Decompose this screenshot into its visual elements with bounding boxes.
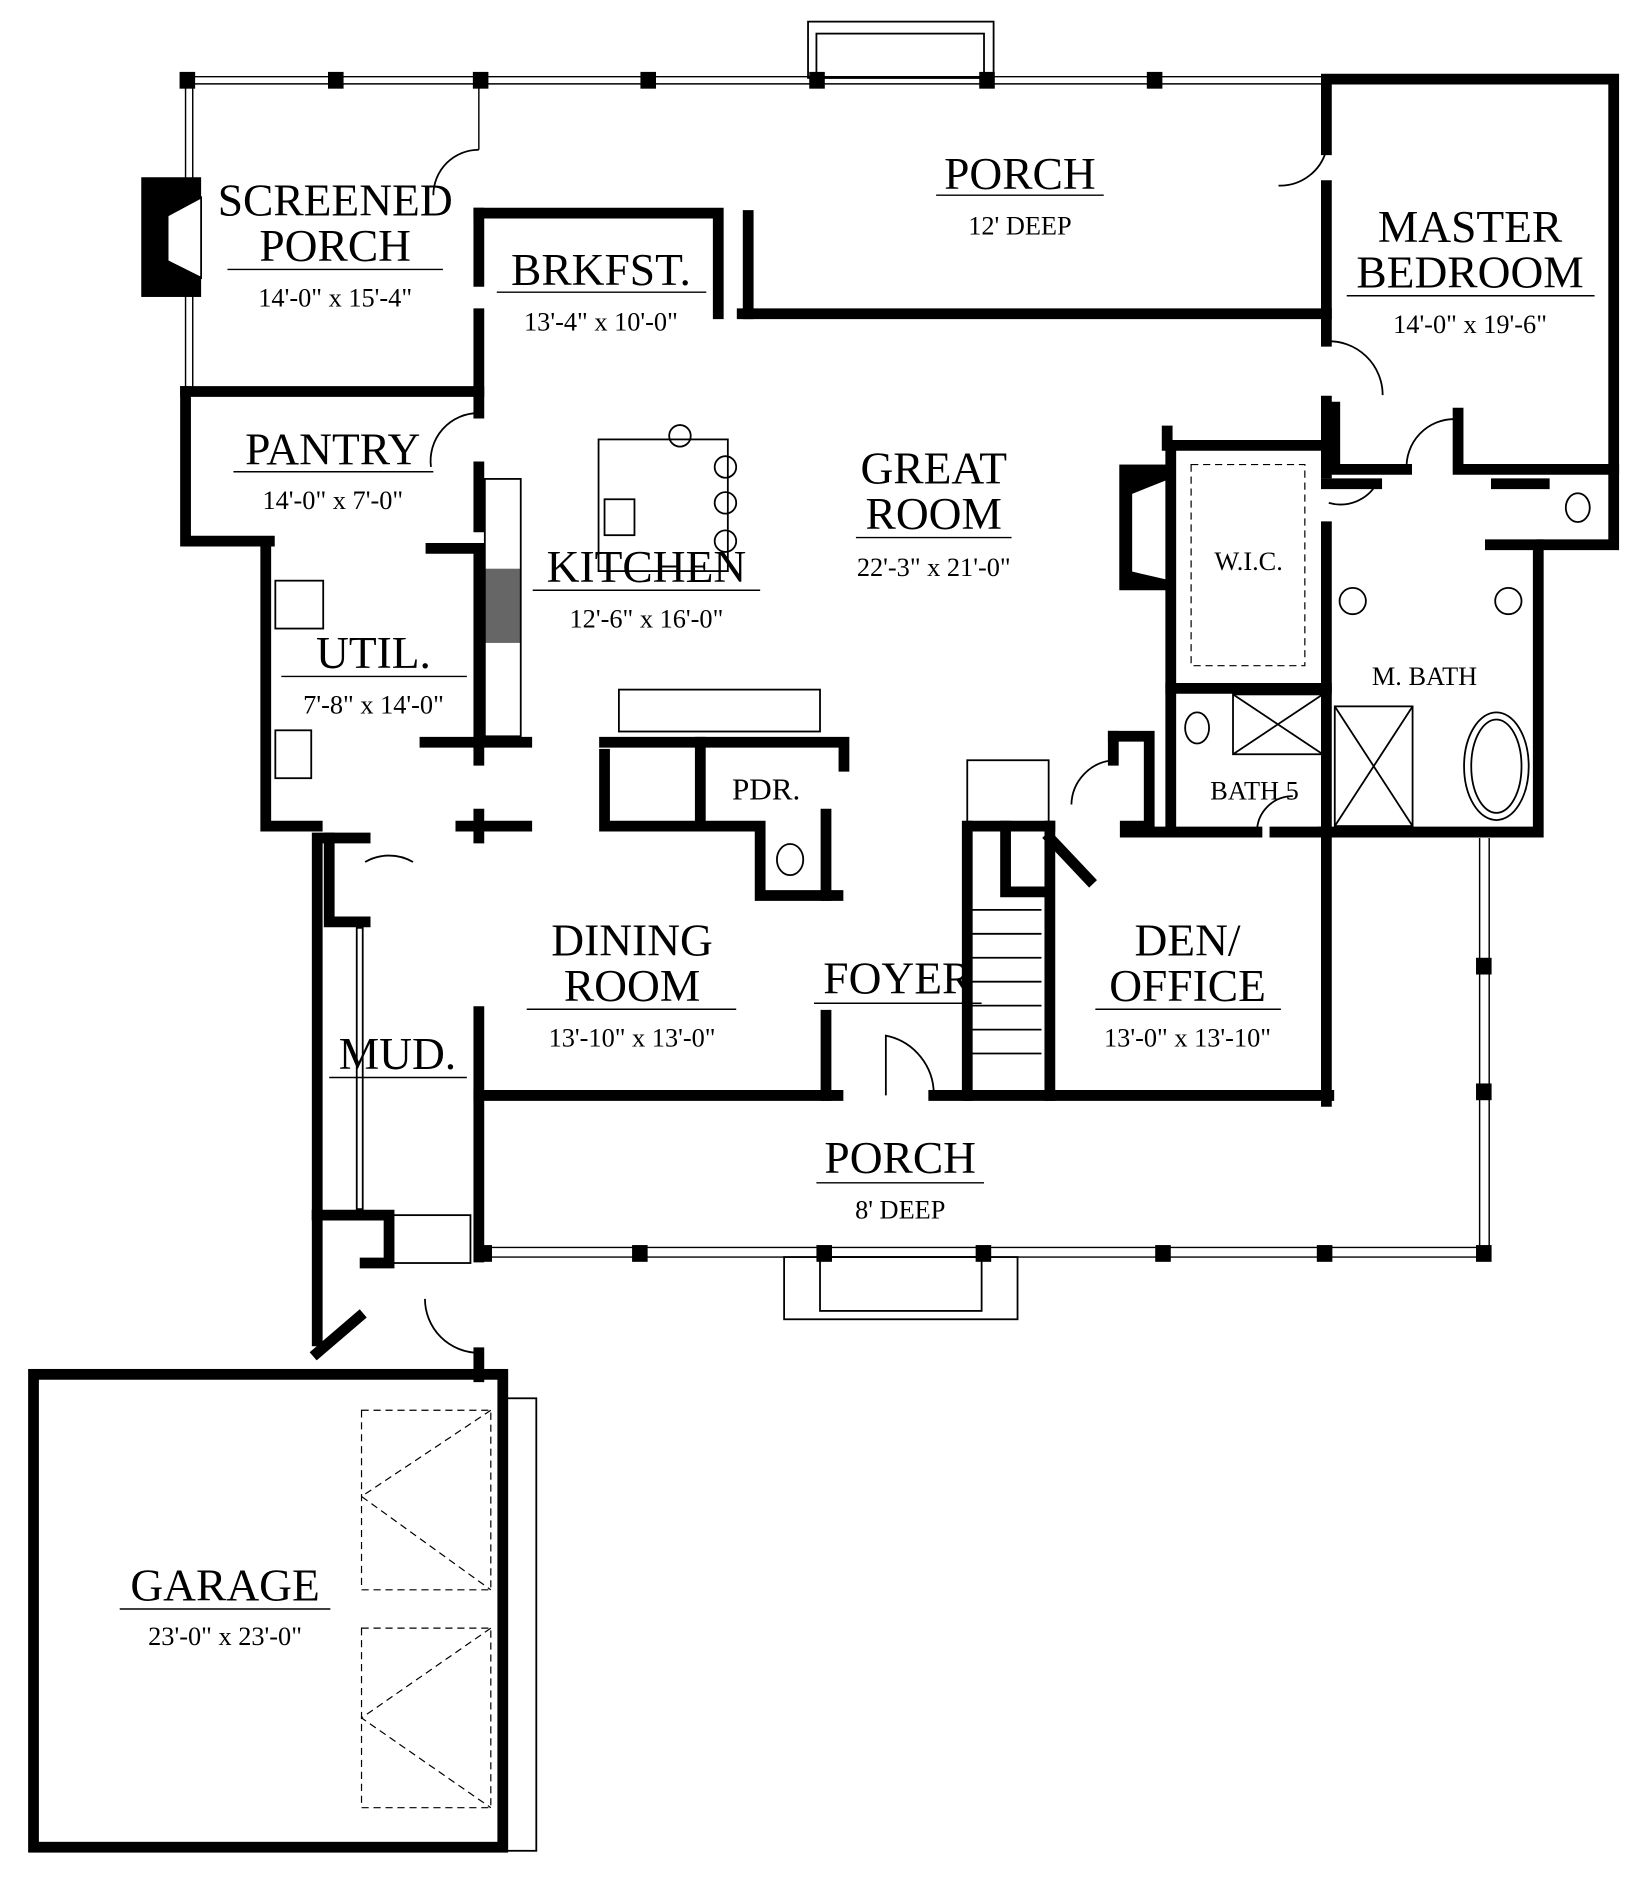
room-name: PORCH (944, 148, 1096, 199)
room-name: BEDROOM (1356, 246, 1583, 297)
room-name: OFFICE (1109, 960, 1266, 1011)
room-garage: GARAGE 23'-0" x 23'-0" (119, 1560, 331, 1651)
room-dim: 13'-0" x 13'-10" (1104, 1023, 1271, 1052)
room-name: W.I.C. (1214, 547, 1283, 576)
room-m-bath: M. BATH (1372, 662, 1477, 691)
room-dim: 22'-3" x 21'-0" (857, 553, 1011, 582)
room-name: GARAGE (130, 1560, 319, 1611)
room-dim: 12'-6" x 16'-0" (570, 604, 724, 633)
rear-porch-rail (179, 71, 1323, 390)
room-screened-porch: SCREENED PORCH 14'-0" x 15'-4" (218, 175, 453, 313)
room-pantry: PANTRY 14'-0" x 7'-0" (233, 424, 434, 515)
room-util: UTIL. 7'-8" x 14'-0" (281, 627, 467, 720)
room-porch-rear: PORCH 12' DEEP (936, 148, 1104, 241)
room-bath5: BATH 5 (1210, 777, 1299, 806)
room-name: ROOM (564, 960, 700, 1011)
room-porch-front: PORCH 8' DEEP (816, 1132, 985, 1225)
room-name: MUD. (339, 1028, 456, 1079)
room-name: GREAT (860, 443, 1007, 494)
room-wic: W.I.C. (1214, 547, 1283, 576)
room-name: BATH 5 (1210, 777, 1299, 806)
room-dim: 14'-0" x 15'-4" (258, 284, 412, 313)
room-master-bedroom: MASTER BEDROOM 14'-0" x 19'-6" (1346, 201, 1595, 339)
room-dim: 23'-0" x 23'-0" (148, 1622, 302, 1651)
room-name: DINING (551, 914, 713, 965)
room-name: FOYER (823, 953, 973, 1004)
room-dim: 7'-8" x 14'-0" (303, 691, 444, 720)
room-name: UTIL. (316, 627, 431, 678)
room-brkfst: BRKFST. 13'-4" x 10'-0" (496, 244, 707, 336)
rear-porch-steps (807, 20, 995, 79)
room-name: PORCH (259, 220, 411, 271)
front-porch-rail (476, 838, 1492, 1321)
room-dining-room: DINING ROOM 13'-10" x 13'-0" (526, 914, 737, 1052)
room-kitchen: KITCHEN 12'-6" x 16'-0" (532, 541, 761, 633)
room-name: MASTER (1378, 201, 1563, 252)
room-dim: 13'-10" x 13'-0" (549, 1023, 716, 1052)
room-den-office: DEN/ OFFICE 13'-0" x 13'-10" (1095, 914, 1281, 1052)
room-name: DEN/ (1134, 914, 1240, 965)
room-great-room: GREAT ROOM 22'-3" x 21'-0" (855, 443, 1012, 582)
room-dim: 8' DEEP (855, 1196, 945, 1225)
room-mud: MUD. (329, 1028, 467, 1079)
room-name: ROOM (866, 488, 1002, 539)
room-name: PANTRY (245, 424, 420, 475)
room-dim: 13'-4" x 10'-0" (524, 307, 678, 336)
doors (364, 148, 1455, 1354)
room-name: PORCH (824, 1132, 976, 1183)
room-name: M. BATH (1372, 662, 1477, 691)
room-name: KITCHEN (547, 541, 747, 592)
room-dim: 12' DEEP (968, 212, 1071, 241)
room-name: SCREENED (218, 175, 453, 226)
room-name: PDR. (732, 772, 800, 807)
fireplace (141, 177, 203, 297)
room-dim: 14'-0" x 19'-6" (1393, 310, 1547, 339)
room-dim: 14'-0" x 7'-0" (262, 486, 403, 515)
fireplace-great-room (1119, 464, 1169, 591)
room-name: BRKFST. (511, 244, 691, 295)
room-pdr: PDR. (732, 772, 800, 807)
fixtures (274, 424, 1591, 1852)
room-foyer: FOYER (814, 953, 982, 1004)
